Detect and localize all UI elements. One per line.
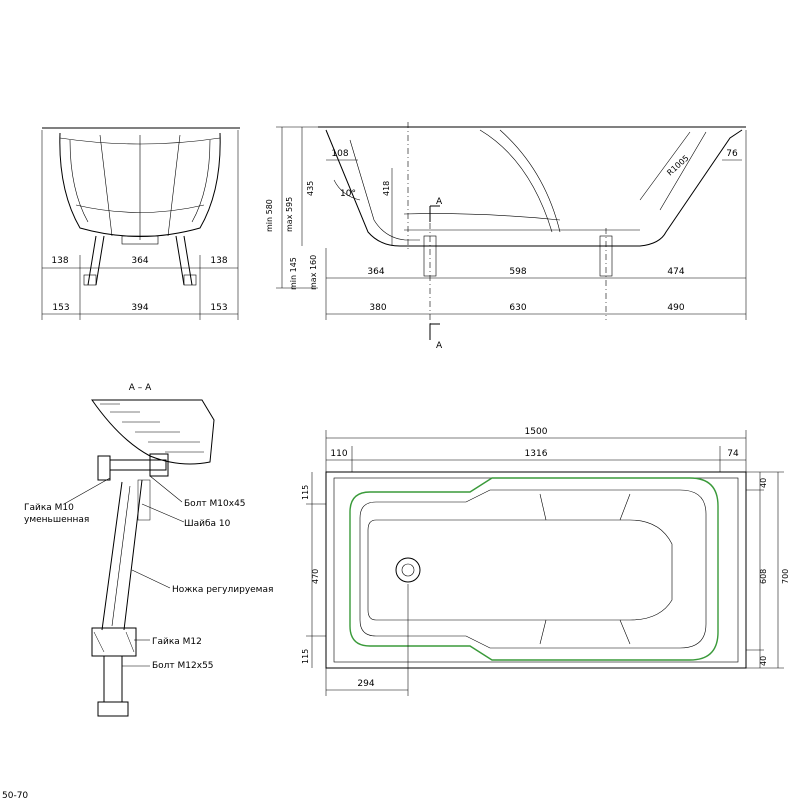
front-dim-top-right: 138 (210, 256, 227, 266)
label-bolt-m10: Болт М10х45 (184, 499, 246, 509)
dim-380: 380 (369, 303, 386, 313)
footer-code: 50-70 (2, 791, 28, 800)
top-dim-110: 110 (330, 449, 347, 459)
top-view: 1500 110 1316 74 115 470 115 40 608 40 7… (301, 427, 790, 696)
side-view: A A min 580 max 595 435 418 min 145 max … (265, 122, 747, 351)
front-dim-bottom-center: 394 (131, 303, 148, 313)
dim-630: 630 (509, 303, 526, 313)
radius-label: R1005 (665, 153, 690, 177)
dim-max160: max 160 (309, 255, 318, 290)
top-dim-74: 74 (727, 449, 739, 459)
front-view: 138 364 138 153 394 153 (41, 127, 240, 320)
label-nut-m10: Гайка М10 (24, 503, 74, 513)
top-dim-294: 294 (357, 679, 374, 689)
top-dim-1316: 1316 (525, 449, 548, 459)
front-dim-top-center: 364 (131, 256, 148, 266)
dim-364: 364 (367, 267, 384, 277)
dim-max595: max 595 (285, 197, 294, 232)
top-dim-470: 470 (311, 569, 320, 584)
dim-435: 435 (306, 181, 315, 196)
front-dim-top-left: 138 (51, 256, 68, 266)
section-mark-bottom: A (436, 341, 443, 351)
dim-490: 490 (667, 303, 684, 313)
label-bolt-m12: Болт М12х55 (152, 661, 214, 671)
top-dim-40-a: 40 (759, 478, 768, 488)
dim-418: 418 (382, 181, 391, 196)
section-mark-top: A (436, 197, 443, 207)
angle-label: 10° (340, 189, 356, 199)
top-dim-115-a: 115 (301, 485, 310, 500)
label-nut-m12: Гайка М12 (152, 637, 202, 647)
section-aa-view: А – А Гайка М10 уменьшенная Болт М10х45 … (24, 383, 273, 717)
top-dim-1500: 1500 (525, 427, 548, 437)
top-dim-115-b: 115 (301, 649, 310, 664)
section-title: А – А (129, 383, 152, 393)
dim-108: 108 (331, 149, 348, 159)
dim-474: 474 (667, 267, 684, 277)
label-leg: Ножка регулируемая (172, 585, 273, 595)
label-washer: Шайба 10 (184, 519, 231, 529)
top-dim-608: 608 (759, 569, 768, 584)
dim-min580: min 580 (265, 199, 274, 232)
label-nut-m10-reduced: уменьшенная (24, 515, 89, 525)
dim-598: 598 (509, 267, 526, 277)
dim-min145: min 145 (289, 257, 298, 290)
dim-76: 76 (726, 149, 738, 159)
front-dim-bottom-left: 153 (52, 303, 69, 313)
front-dim-bottom-right: 153 (210, 303, 227, 313)
top-dim-40-b: 40 (759, 656, 768, 666)
top-dim-700: 700 (781, 569, 790, 584)
